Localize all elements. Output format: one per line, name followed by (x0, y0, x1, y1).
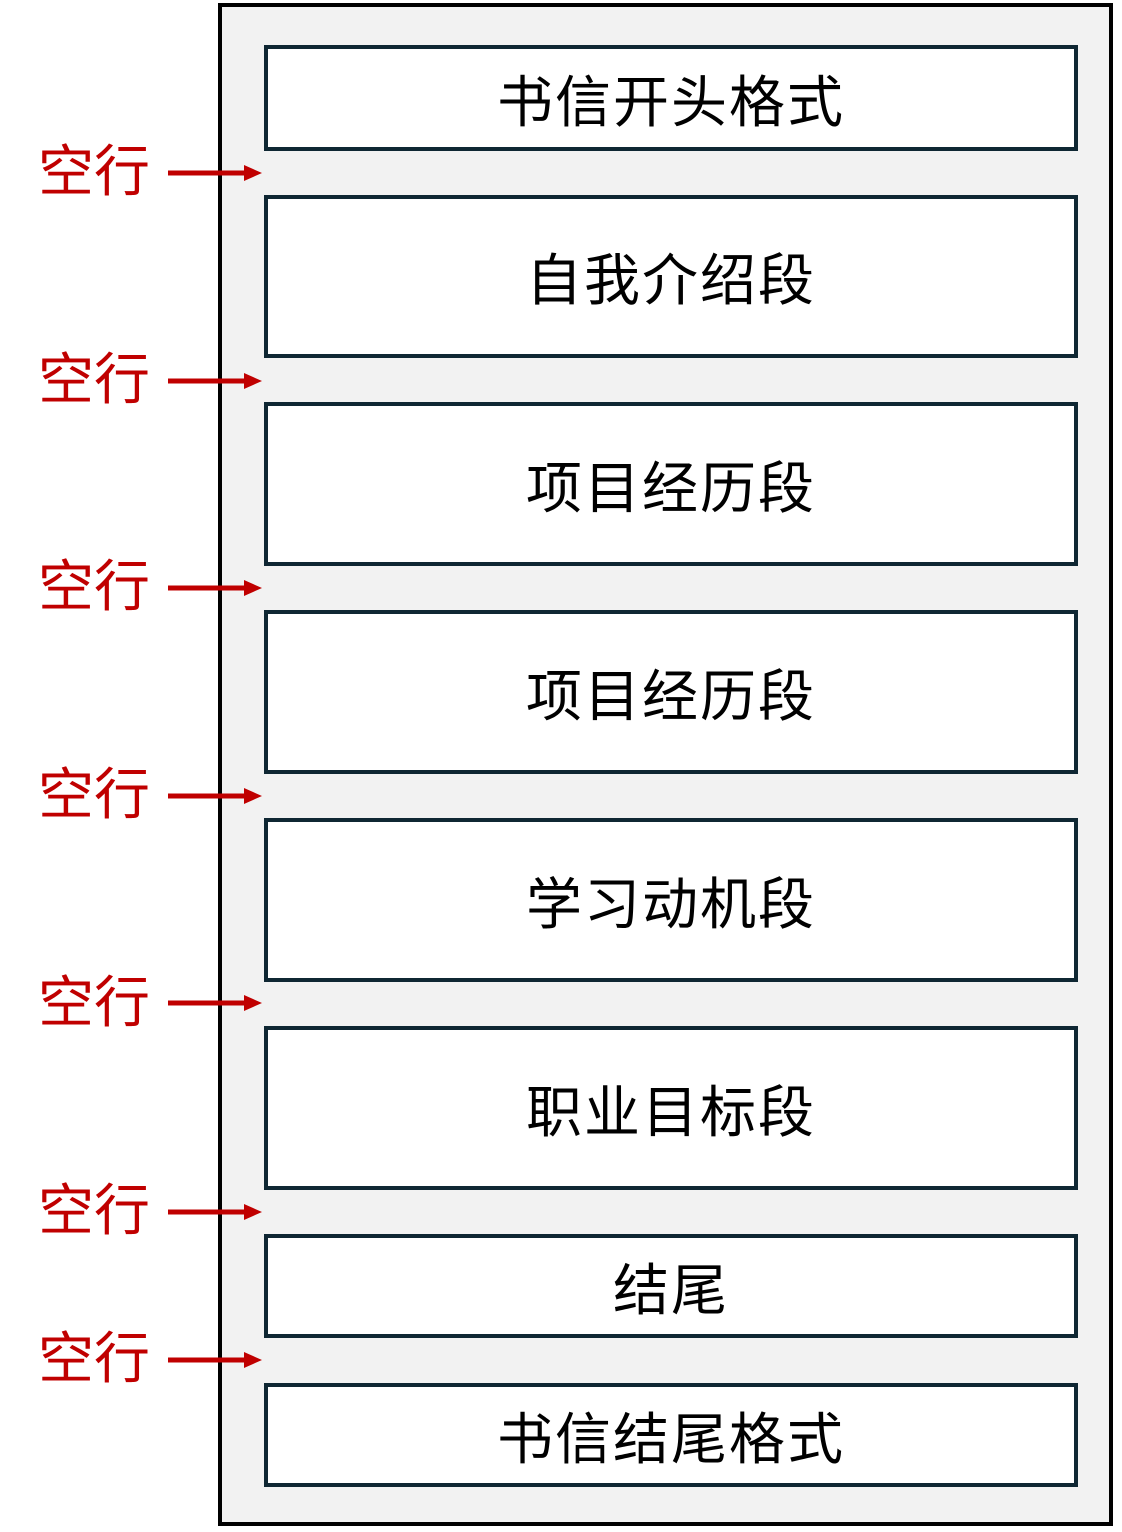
gap-label: 空行 (38, 140, 150, 205)
section-study-motivation: 学习动机段 (264, 818, 1078, 982)
section-closing: 结尾 (264, 1234, 1078, 1338)
section-project-experience-2: 项目经历段 (264, 610, 1078, 774)
section-label: 书信开头格式 (497, 70, 845, 136)
section-label: 职业目标段 (526, 1080, 816, 1146)
gap-label: 空行 (38, 555, 150, 620)
gap-label: 空行 (38, 1179, 150, 1244)
section-career-goal: 职业目标段 (264, 1026, 1078, 1190)
section-project-experience-1: 项目经历段 (264, 402, 1078, 566)
section-label: 学习动机段 (526, 872, 816, 938)
section-self-introduction: 自我介绍段 (264, 195, 1078, 358)
right-arrow-icon (168, 995, 262, 1011)
section-label: 书信结尾格式 (497, 1407, 845, 1473)
gap-label: 空行 (38, 763, 150, 828)
section-closing-format: 书信结尾格式 (264, 1383, 1078, 1487)
section-label: 项目经历段 (526, 664, 816, 730)
right-arrow-icon (168, 788, 262, 804)
gap-label: 空行 (38, 348, 150, 413)
right-arrow-icon (168, 373, 262, 389)
right-arrow-icon (168, 165, 262, 181)
right-arrow-icon (168, 1352, 262, 1368)
gap-label: 空行 (38, 1327, 150, 1392)
right-arrow-icon (168, 1204, 262, 1220)
section-label: 自我介绍段 (526, 249, 816, 314)
section-label: 项目经历段 (526, 456, 816, 522)
section-opening-format: 书信开头格式 (264, 45, 1078, 151)
gap-label: 空行 (38, 971, 150, 1036)
section-label: 结尾 (613, 1258, 729, 1324)
right-arrow-icon (168, 580, 262, 596)
